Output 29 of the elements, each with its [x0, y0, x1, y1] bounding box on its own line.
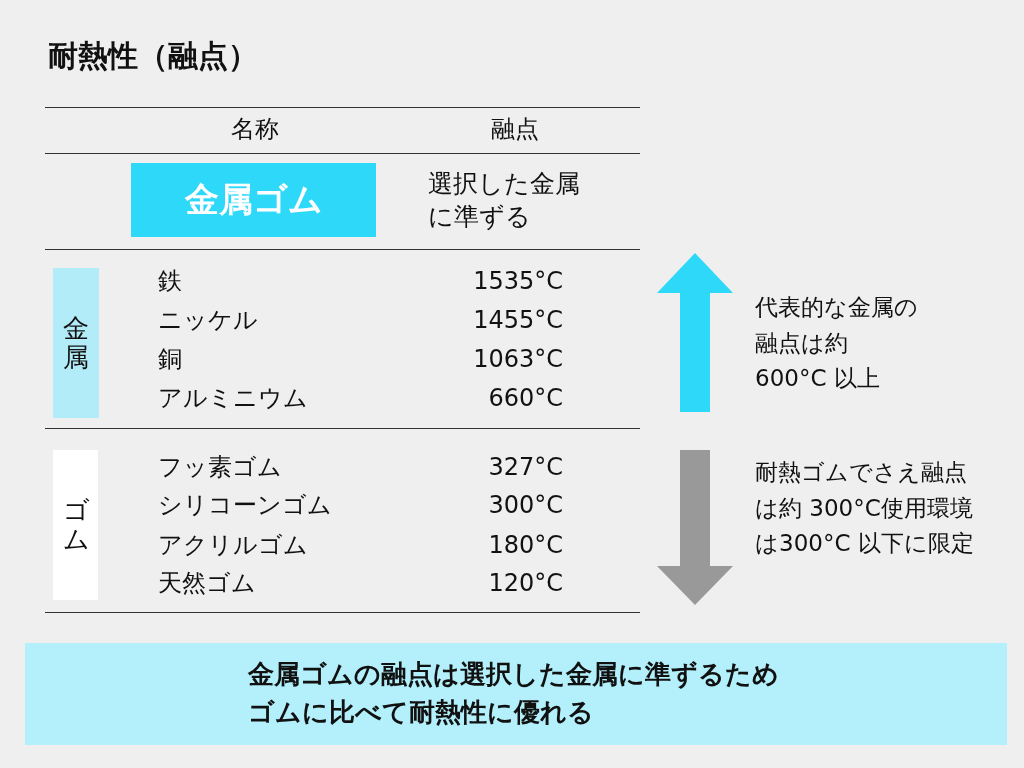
category-label: 金属: [63, 314, 89, 372]
table-cell-text: フッ素ゴム: [158, 452, 283, 483]
table-cell-text: 1535°C: [472, 266, 563, 297]
category-label: ゴム: [62, 496, 89, 554]
box-label: 金属ゴム: [184, 178, 323, 221]
table-cell-text: 鉄: [158, 266, 183, 297]
category-band: [53, 268, 99, 418]
table-cell-text: シリコーンゴム: [158, 490, 333, 521]
table-cell-text: 327°C: [487, 452, 563, 483]
table-cell-text: アルミニウム: [158, 383, 309, 414]
table-cell-text: 1063°C: [472, 344, 563, 375]
table-cell-text: 銅: [158, 344, 183, 375]
table-cell-text: 天然ゴム: [158, 568, 257, 599]
table-cell-text: アクリルゴム: [158, 530, 309, 561]
table-cell-text: 180°C: [487, 530, 563, 561]
summary-text: 金属ゴムの融点は選択した金属に準ずるためゴムに比べて耐熱性に優れる: [248, 658, 781, 729]
column-header: 融点: [490, 114, 540, 145]
table-cell-text: 300°C: [487, 490, 563, 521]
title: 耐熱性（融点）: [48, 37, 258, 75]
table-cell-text: ニッケル: [158, 305, 259, 336]
table-cell-text: 1455°C: [472, 305, 563, 336]
summary-banner: [25, 643, 1007, 745]
note-text: 耐熱ゴムでさえ融点は約 300°C使用環境は300°C 以下に限定: [755, 458, 975, 559]
note-text: 代表的な金属の融点は約 600°C 以上: [755, 293, 919, 394]
table-cell-text: 660°C: [487, 383, 563, 414]
table-cell-text: 選択した金属に準ずる: [428, 168, 581, 233]
table-cell-text: 120°C: [487, 568, 563, 599]
column-header: 名称: [230, 114, 280, 145]
highlight-box: [131, 163, 376, 237]
